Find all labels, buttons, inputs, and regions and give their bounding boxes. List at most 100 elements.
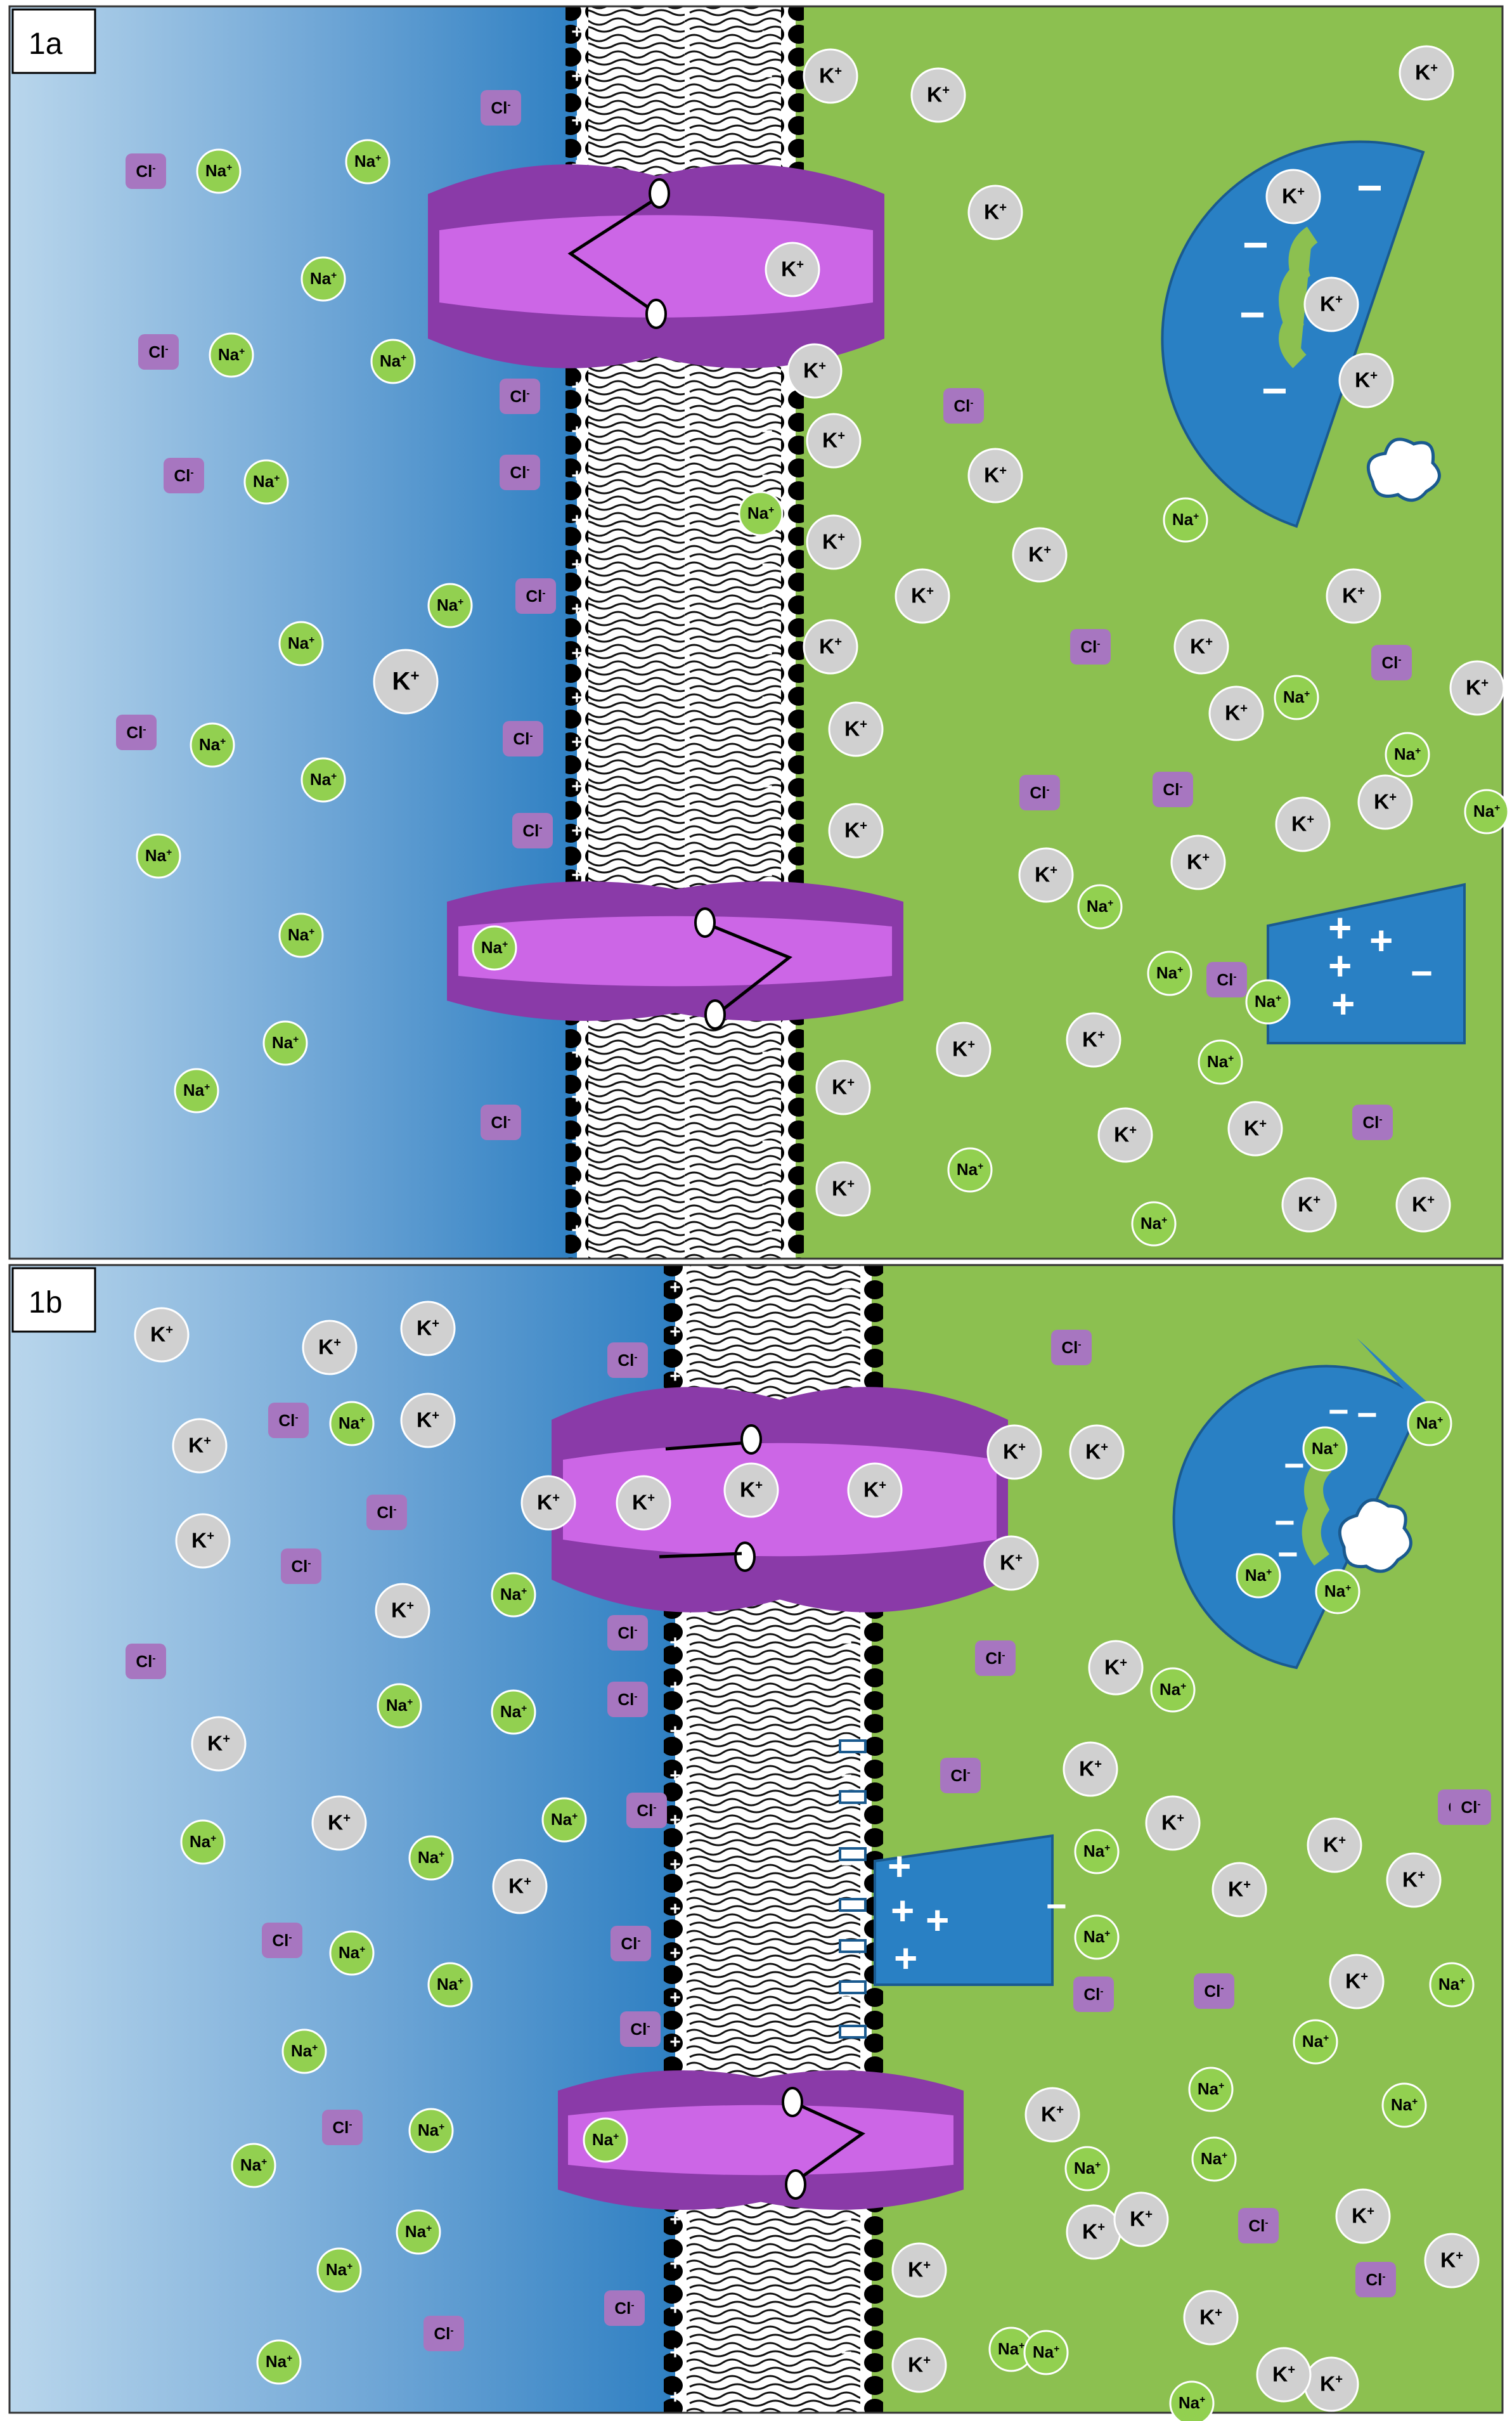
svg-text:+: + <box>571 377 583 398</box>
svg-text:Cl-: Cl- <box>1204 1982 1224 2001</box>
sodium-ion-icon: Na+ <box>278 912 324 958</box>
svg-text:−: − <box>841 2254 852 2275</box>
svg-text:+: + <box>571 66 583 87</box>
sodium-ion-icon: Na+ <box>345 139 391 185</box>
svg-text:K+: K+ <box>844 718 867 741</box>
potassium-ion-icon: K+ <box>1212 1862 1267 1918</box>
potassium-ion-icon: K+ <box>910 67 966 123</box>
svg-text:Na+: Na+ <box>437 595 463 614</box>
svg-text:−: − <box>761 465 773 486</box>
svg-text:K+: K+ <box>1342 585 1365 608</box>
svg-text:K+: K+ <box>1187 851 1210 874</box>
chloride-ion-icon: Cl- <box>268 1403 309 1438</box>
svg-text:+: + <box>1328 943 1352 989</box>
svg-text:K+: K+ <box>1320 293 1343 316</box>
potassium-ion-icon: K+ <box>787 343 843 399</box>
svg-text:Na+: Na+ <box>339 1943 365 1962</box>
svg-text:K+: K+ <box>1028 543 1051 567</box>
chloride-ion-icon: Cl- <box>322 2110 363 2145</box>
svg-text:Na+: Na+ <box>1391 2095 1418 2114</box>
svg-text:K+: K+ <box>1415 62 1438 85</box>
svg-text:Cl-: Cl- <box>617 1690 637 1709</box>
potassium-ion-icon: K+ <box>815 1060 871 1115</box>
svg-text:−: − <box>841 2387 852 2408</box>
svg-text:K+: K+ <box>1374 791 1397 814</box>
svg-text:+: + <box>669 2298 681 2319</box>
svg-text:−: − <box>841 1632 852 1653</box>
svg-text:Cl-: Cl- <box>1083 1985 1103 2004</box>
potassium-ion-icon: K+ <box>1113 2191 1169 2247</box>
svg-text:K+: K+ <box>1402 1869 1425 1892</box>
svg-text:K+: K+ <box>1412 1193 1435 1217</box>
svg-text:Na+: Na+ <box>380 351 406 370</box>
chloride-ion-icon: Cl- <box>262 1923 302 1958</box>
svg-text:+: + <box>669 2032 681 2053</box>
svg-text:+: + <box>669 1943 681 1964</box>
svg-text:−: − <box>761 554 773 575</box>
sodium-ion-icon: Na+ <box>1074 1829 1120 1874</box>
svg-text:K+: K+ <box>1291 813 1314 836</box>
sodium-ion-icon: Na+ <box>1077 884 1123 930</box>
svg-text:Cl-: Cl- <box>617 1351 637 1370</box>
svg-text:K+: K+ <box>984 464 1007 488</box>
svg-text:Cl-: Cl- <box>985 1649 1005 1668</box>
svg-text:K+: K+ <box>1079 1758 1102 1781</box>
svg-text:Na+: Na+ <box>1160 1680 1186 1699</box>
svg-text:Na+: Na+ <box>205 161 232 180</box>
svg-text:+: + <box>571 1220 583 1241</box>
svg-text:K+: K+ <box>863 1479 886 1502</box>
sodium-ion-icon: Na+ <box>1150 1667 1196 1713</box>
potassium-ion-icon: K+ <box>1088 1640 1144 1696</box>
svg-text:−: − <box>841 1677 852 1697</box>
svg-text:Na+: Na+ <box>592 2130 619 2149</box>
potassium-ion-icon: K+ <box>1303 276 1359 332</box>
svg-text:+: + <box>669 1765 681 1786</box>
svg-text:Cl-: Cl- <box>617 1623 637 1642</box>
svg-text:+: + <box>571 1042 583 1063</box>
svg-text:1b: 1b <box>29 1286 62 1320</box>
svg-text:−: − <box>1357 163 1383 212</box>
svg-text:K+: K+ <box>1190 635 1213 659</box>
svg-text:+: + <box>571 110 583 131</box>
potassium-ion-icon: K+ <box>1307 1817 1362 1873</box>
svg-text:Cl-: Cl- <box>148 342 168 361</box>
svg-text:Cl-: Cl- <box>126 723 146 742</box>
svg-text:+: + <box>571 687 583 708</box>
potassium-ion-icon: K+ <box>828 803 884 859</box>
svg-text:−: − <box>1411 952 1433 994</box>
svg-text:+: + <box>1331 981 1355 1027</box>
svg-text:Na+: Na+ <box>1140 1214 1167 1233</box>
svg-text:Cl-: Cl- <box>291 1557 311 1576</box>
svg-text:Cl-: Cl- <box>614 2299 634 2318</box>
potassium-ion-icon: K+ <box>806 514 862 570</box>
potassium-ion-icon: K+ <box>828 701 884 757</box>
svg-text:+: + <box>888 1843 911 1889</box>
svg-text:Na+: Na+ <box>1438 1975 1465 1994</box>
potassium-ion-icon: K+ <box>373 649 439 715</box>
svg-text:K+: K+ <box>832 1076 855 1100</box>
potassium-ion-icon: K+ <box>172 1418 228 1474</box>
sodium-ion-icon: Na+ <box>278 621 324 666</box>
svg-text:Na+: Na+ <box>1312 1439 1338 1458</box>
chloride-ion-icon: Cl- <box>607 1682 648 1717</box>
svg-text:−: − <box>1262 366 1288 415</box>
sodium-ion-icon: Na+ <box>1236 1553 1281 1599</box>
svg-text:K+: K+ <box>191 1529 214 1553</box>
potassium-ion-icon: K+ <box>191 1716 247 1772</box>
svg-text:K+: K+ <box>417 1317 439 1340</box>
svg-text:+: + <box>571 1131 583 1152</box>
svg-text:−: − <box>841 1721 852 1742</box>
sodium-ion-icon: Na+ <box>1429 1962 1475 2008</box>
chloride-ion-icon: Cl- <box>1051 1330 1092 1365</box>
svg-text:Cl-: Cl- <box>1381 653 1401 672</box>
svg-text:K+: K+ <box>1104 1656 1127 1680</box>
ion-channel <box>558 2070 964 2210</box>
sodium-ion-icon: Na+ <box>1191 2136 1237 2182</box>
svg-text:Cl-: Cl- <box>1366 2270 1385 2289</box>
svg-text:K+: K+ <box>1041 2103 1064 2127</box>
potassium-ion-icon: K+ <box>1145 1795 1201 1851</box>
chloride-ion-icon: Cl- <box>1238 2208 1279 2243</box>
chloride-ion-icon: Cl- <box>604 2290 645 2326</box>
svg-text:K+: K+ <box>537 1491 560 1515</box>
